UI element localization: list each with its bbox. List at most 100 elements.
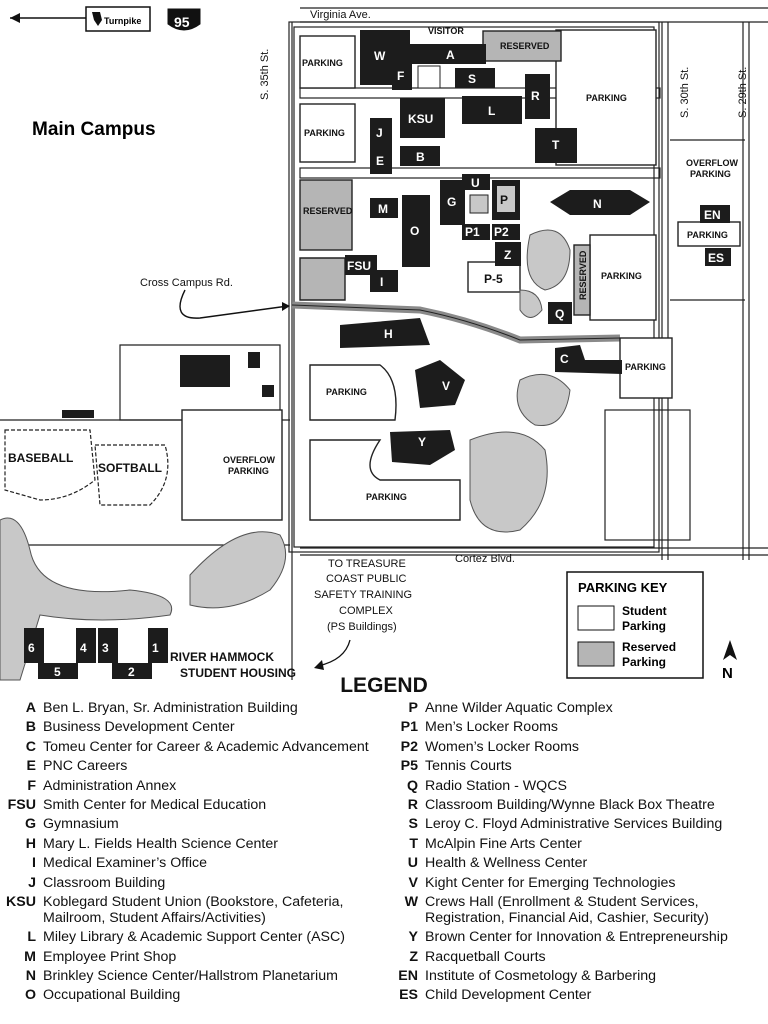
building-code: Z bbox=[504, 248, 511, 262]
legend-description: Kight Center for Emerging Technologies bbox=[425, 874, 676, 891]
building-code: V bbox=[442, 379, 450, 393]
north-label: N bbox=[722, 665, 733, 682]
svg-text:COMPLEX: COMPLEX bbox=[339, 605, 393, 617]
legend-code: L bbox=[27, 929, 36, 946]
reserved-lots bbox=[299, 30, 591, 316]
legend-code: Z bbox=[409, 948, 418, 965]
building-ES: ES bbox=[705, 248, 731, 266]
softball-field bbox=[94, 444, 169, 506]
svg-text:Student: Student bbox=[622, 604, 667, 618]
legend-code: O bbox=[24, 987, 36, 1004]
building-O: O bbox=[402, 195, 430, 267]
legend-code: N bbox=[25, 968, 36, 985]
parking-lots bbox=[299, 29, 741, 521]
building-A: A bbox=[410, 44, 486, 64]
svg-text:COAST PUBLIC: COAST PUBLIC bbox=[326, 573, 407, 585]
building-code: O bbox=[410, 224, 419, 238]
svg-text:PARKING: PARKING bbox=[690, 169, 731, 179]
building-code: U bbox=[471, 176, 480, 190]
legend-code: C bbox=[25, 738, 36, 755]
legend-description: Gymnasium bbox=[43, 816, 119, 833]
street-s35: S. 35th St. bbox=[259, 49, 271, 100]
legend-code: E bbox=[26, 758, 36, 775]
housing-number: 3 bbox=[102, 641, 109, 655]
building-code: KSU bbox=[408, 112, 433, 126]
building-N: N bbox=[550, 190, 650, 215]
building-H: H bbox=[340, 318, 430, 348]
legend-item: O Occupational Building bbox=[0, 987, 388, 1003]
legend-description: Brinkley Science Center/Hallstrom Planet… bbox=[43, 968, 338, 985]
legend-item: G Gymnasium bbox=[0, 816, 388, 832]
legend-description: Crews Hall (Enrollment & Student Service… bbox=[425, 893, 709, 926]
svg-text:RESERVED: RESERVED bbox=[500, 41, 550, 51]
legend-code: FSU bbox=[7, 796, 36, 813]
legend-item: R Classroom Building/Wynne Black Box Thea… bbox=[390, 797, 768, 813]
turnpike-label: Turnpike bbox=[104, 16, 141, 26]
legend-description: Women’s Locker Rooms bbox=[425, 738, 580, 755]
legend-description: Occupational Building bbox=[43, 987, 181, 1004]
building-code: R bbox=[531, 89, 540, 103]
legend-description: Employee Print Shop bbox=[43, 948, 177, 965]
legend-code: G bbox=[24, 816, 36, 833]
svg-text:OVERFLOW: OVERFLOW bbox=[223, 455, 276, 465]
building-code: I bbox=[380, 275, 383, 289]
pool-left bbox=[469, 194, 489, 214]
street-cortez: Cortez Blvd. bbox=[455, 553, 515, 565]
svg-text:(PS Buildings): (PS Buildings) bbox=[327, 621, 397, 633]
svg-text:RESERVED: RESERVED bbox=[303, 206, 353, 216]
legend-code: KSU bbox=[6, 893, 36, 910]
legend-code: W bbox=[404, 893, 418, 910]
street-s29: S. 29th St. bbox=[737, 67, 749, 118]
building-code: W bbox=[374, 49, 386, 63]
building-code: H bbox=[384, 327, 393, 341]
legend-code: T bbox=[409, 835, 418, 852]
building-code: E bbox=[376, 154, 384, 168]
legend-description: Classroom Building bbox=[43, 874, 166, 891]
arrow-down-left-icon bbox=[314, 660, 324, 670]
svg-text:SAFETY TRAINING: SAFETY TRAINING bbox=[314, 589, 412, 601]
building-P2: P2 bbox=[492, 224, 520, 240]
legend-item: N Brinkley Science Center/Hallstrom Plane… bbox=[0, 968, 388, 984]
legend-description: Institute of Cosmetology & Barbering bbox=[425, 968, 657, 985]
svg-text:PARKING: PARKING bbox=[366, 492, 407, 502]
legend-description: Classroom Building/Wynne Black Box Theat… bbox=[425, 796, 715, 813]
street-s30: S. 30th St. bbox=[679, 67, 691, 118]
building-E: E bbox=[370, 146, 392, 174]
legend-description: Brown Center for Innovation & Entreprene… bbox=[425, 929, 728, 946]
housing-number: 2 bbox=[128, 665, 135, 679]
building-P1: P1 bbox=[462, 224, 490, 240]
building-code: A bbox=[446, 48, 455, 62]
building-Q: Q bbox=[548, 302, 572, 324]
interstate-number: 95 bbox=[174, 14, 190, 30]
building-L: L bbox=[462, 96, 522, 124]
svg-text:TO TREASURE: TO TREASURE bbox=[328, 558, 406, 570]
building-code: N bbox=[593, 197, 602, 211]
legend-description: McAlpin Fine Arts Center bbox=[425, 835, 582, 852]
legend-code: J bbox=[28, 874, 36, 891]
legend-code: R bbox=[407, 796, 418, 813]
legend-code: F bbox=[27, 777, 36, 794]
building-code: F bbox=[397, 69, 404, 83]
legend-code: Q bbox=[406, 777, 418, 794]
svg-text:PARKING: PARKING bbox=[304, 128, 345, 138]
building-Y: Y bbox=[390, 430, 455, 465]
legend-code: P1 bbox=[400, 719, 418, 736]
legend-code: U bbox=[407, 855, 418, 872]
building-code: J bbox=[376, 126, 383, 140]
arrow-left-icon bbox=[10, 13, 20, 23]
svg-text:RIVER HAMMOCK: RIVER HAMMOCK bbox=[170, 650, 274, 664]
